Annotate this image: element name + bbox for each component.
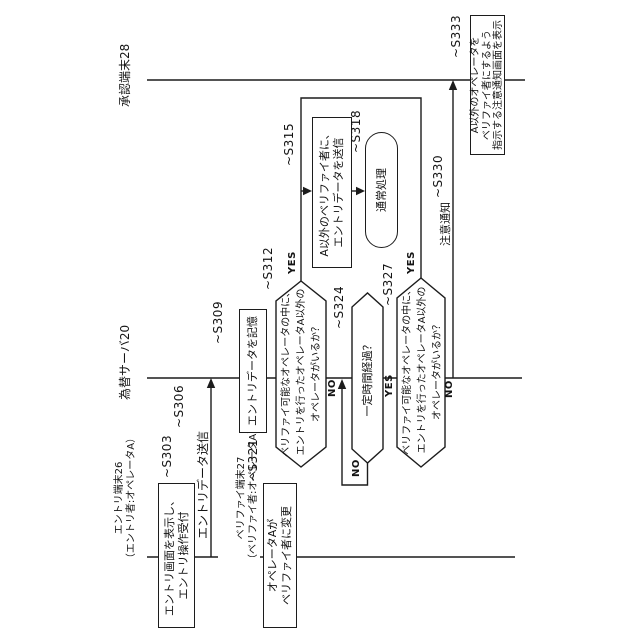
connector-yes-merge (300, 97, 422, 281)
s333-text-line1: A以外のオペレータを (470, 36, 482, 134)
branch-label-s327-yes: YES (406, 251, 417, 274)
s324-text: 一定時間経過？ (361, 339, 374, 417)
branch-label-s324-yes: YES (384, 374, 395, 397)
arrowhead-s330 (448, 80, 458, 90)
s312-text-line3: オペレータがいるか？ (310, 322, 322, 422)
branch-label-s312-no: NO (327, 379, 338, 397)
lane-header-approval-terminal: 承認端末28 (118, 43, 132, 107)
s309-text: エントリデータを記憶 (246, 316, 259, 426)
branch-label-s327-no: NO (444, 380, 455, 398)
step-tag-s318: ~S318 (349, 109, 363, 153)
s327-text-line2: エントリを行ったオペレータA以外の (416, 286, 428, 454)
process-box-s309: エントリデータを記憶 (239, 309, 267, 433)
process-box-s333: A以外のオペレータを ベリファイ者にするよう 指示する注意通知画面を表示 (470, 15, 505, 155)
step-tag-s315: ~S315 (282, 122, 296, 166)
s321-text-line1: オペレータAが (266, 518, 279, 593)
lane-header-entry-terminal: エントリ端末26 （エントリ者:オペレータA） (114, 432, 138, 564)
decision-text-s324: 一定時間経過？ (359, 303, 376, 453)
step-tag-s309: ~S309 (211, 300, 225, 344)
s327-text-line1: ベリファイ可能なオペレータの中に、 (401, 285, 413, 455)
decision-hexagon-s327 (396, 277, 446, 468)
decision-hexagon-s312 (275, 280, 327, 468)
decision-text-s327: ベリファイ可能なオペレータの中に、 エントリを行ったオペレータA以外の オペレー… (399, 278, 445, 462)
branch-label-s312-yes: YES (287, 251, 298, 274)
s303-text-line2: エントリ操作受付 (176, 511, 190, 600)
decision-text-s312: ベリファイ可能なオペレータの中に、 エントリを行ったオペレータA以外の オペレー… (278, 282, 324, 462)
s318-text: 通常処理 (374, 168, 388, 212)
s327-text-line3: オペレータがいるか？ (431, 320, 443, 420)
s315-text-line2: エントリデータを送信 (332, 137, 345, 248)
step-tag-s324: ~S324 (332, 285, 346, 329)
step-tag-s312: ~S312 (261, 246, 275, 290)
s312-text-line2: エントリを行ったオペレータA以外の (295, 288, 307, 456)
arrowhead-s324-loop (337, 379, 347, 389)
step-tag-s330: ~S330 (431, 154, 445, 198)
s333-text-line3: 指示する注意通知画面を表示 (493, 20, 505, 150)
branch-label-s324-no: NO (351, 459, 362, 477)
decision-hexagon-s324 (351, 292, 384, 464)
process-box-s303: エントリ画面を表示し、 エントリ操作受付 (158, 483, 195, 628)
process-box-s315: A以外のベリファイ者に、 エントリデータを送信 (312, 117, 352, 268)
process-box-s321: オペレータAが ベリファイ者に変更 (263, 483, 297, 628)
step-tag-s303: ~S303 (160, 434, 174, 478)
step-tag-s327: ~S327 (381, 262, 395, 306)
terminator-s318: 通常処理 (365, 132, 398, 248)
connector-s324-no-loop (341, 387, 369, 486)
arrowhead-s315-s318 (356, 186, 365, 196)
arrow-label-entry-data-send: エントリデータ送信 (196, 430, 210, 539)
arrowhead-s306 (206, 378, 216, 388)
lane-header-entry-line2: （エントリ者:オペレータA） (126, 432, 137, 564)
s321-text-line2: ベリファイ者に変更 (280, 506, 293, 605)
s315-text-line1: A以外のベリファイ者に、 (318, 128, 331, 257)
s303-text-line1: エントリ画面を表示し、 (162, 495, 176, 616)
step-tag-s306: ~S306 (172, 384, 186, 428)
arrow-label-caution-notice: 注意通知 (439, 202, 452, 246)
s333-text-line2: ベリファイ者にするよう (481, 29, 493, 141)
lane-header-exchange-server: 為替サーバ20 (118, 324, 132, 400)
arrowhead-into-s315 (303, 186, 312, 196)
s312-text-line1: ベリファイ可能なオペレータの中に、 (280, 287, 292, 457)
step-tag-s321: ~S321 (246, 438, 260, 482)
lane-header-entry-line1: エントリ端末26 (114, 461, 125, 535)
step-tag-s333: ~S333 (449, 14, 463, 58)
